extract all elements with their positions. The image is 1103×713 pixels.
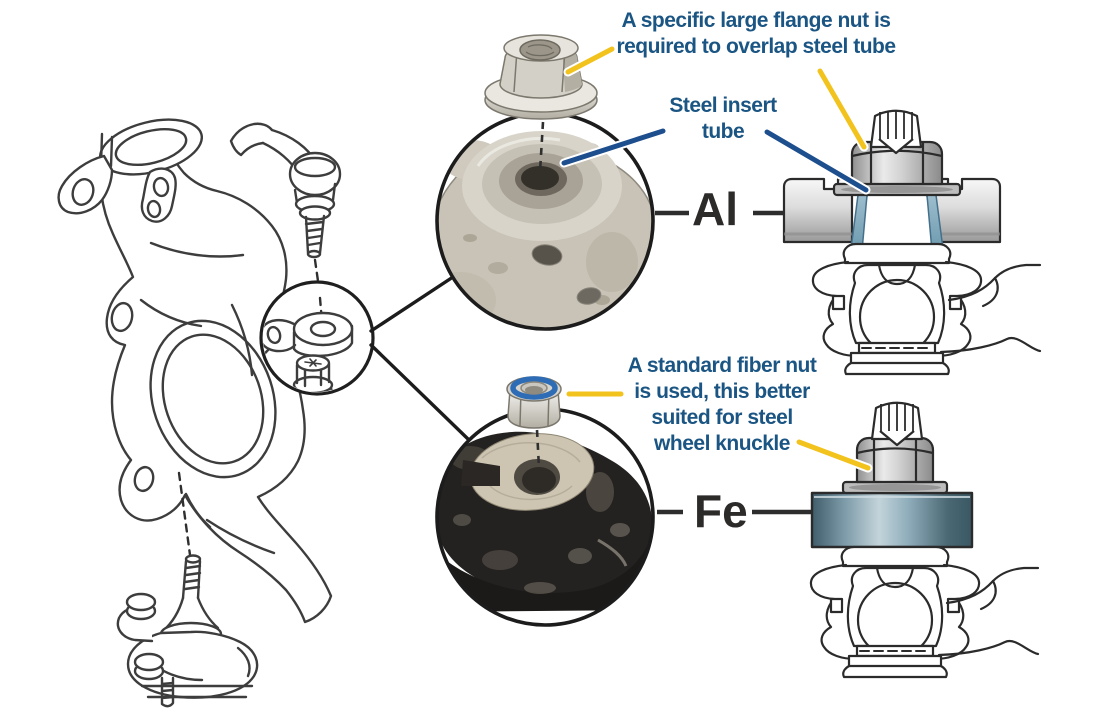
- flange-nut-photo: [484, 34, 598, 120]
- iron-material-label: Fe: [694, 485, 748, 537]
- ball-joint-section: [809, 545, 1040, 679]
- fe-cross-section: [809, 400, 1040, 679]
- blue-pointer-insert-photo: [561, 128, 666, 166]
- knuckle-line-drawing: [57, 118, 375, 708]
- aluminum-boss-photo: [437, 121, 653, 329]
- nylon-lock-nut-photo: [506, 376, 562, 429]
- ball-joint-drawing: [116, 471, 259, 708]
- stud-tip-torx: [869, 108, 923, 155]
- bottom-detail-circle: [435, 376, 655, 627]
- connector-line-bottom: [369, 343, 470, 441]
- blue-pointers: [561, 128, 869, 193]
- iron-knuckle-block: [810, 491, 974, 549]
- dashed-line-ball-joint: [177, 471, 192, 557]
- yellow-pointers: [565, 46, 871, 471]
- steel-insert-tube-label: Steel insert tube: [669, 94, 777, 143]
- aluminum-material-label: Al: [692, 183, 738, 235]
- fiber-nut-annotation: A standard fiber nut is used, this bette…: [627, 354, 817, 455]
- yellow-pointer-flange-nut-photo: [565, 46, 615, 75]
- dashed-centerline-top: [538, 121, 545, 173]
- al-cross-section: [782, 108, 1042, 376]
- top-detail-circle: [435, 34, 655, 331]
- dashed-centerline-bottom: [535, 429, 541, 469]
- yellow-pointer-fiber-nut-section: [796, 439, 871, 471]
- stud-tip-torx: [870, 400, 924, 447]
- flange-nut-annotation: A specific large flange nut is required …: [616, 9, 896, 58]
- steel-arm-photo: [437, 429, 653, 612]
- detail-zoom-circle-small: [259, 280, 375, 396]
- tie-rod-end-drawing: [229, 122, 342, 297]
- blue-pointer-insert-section: [764, 129, 869, 193]
- yellow-pointer-flange-nut-section: [817, 68, 867, 150]
- connector-line-top: [369, 275, 455, 333]
